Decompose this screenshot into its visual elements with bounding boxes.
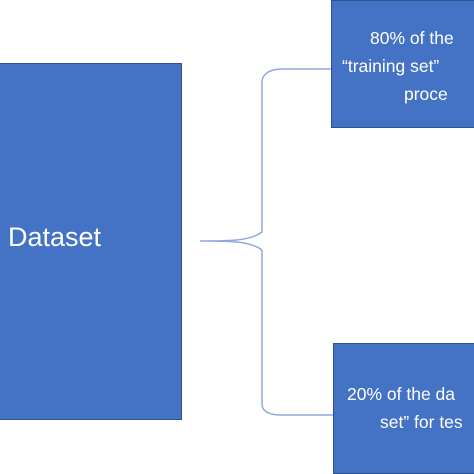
training-box-line-1: 80% of the [370, 28, 454, 48]
training-box-line-3: proce [404, 84, 448, 104]
dataset-label: Dataset [8, 222, 102, 252]
test-box-line-2: set” for tes [380, 412, 463, 432]
brace-path [199, 68, 333, 416]
test-set-box [333, 343, 474, 474]
dataset-box [0, 63, 182, 420]
training-set-box [331, 0, 474, 128]
test-box-line-1: 20% of the da [347, 384, 455, 404]
training-box-line-2: “training set” [342, 56, 440, 76]
